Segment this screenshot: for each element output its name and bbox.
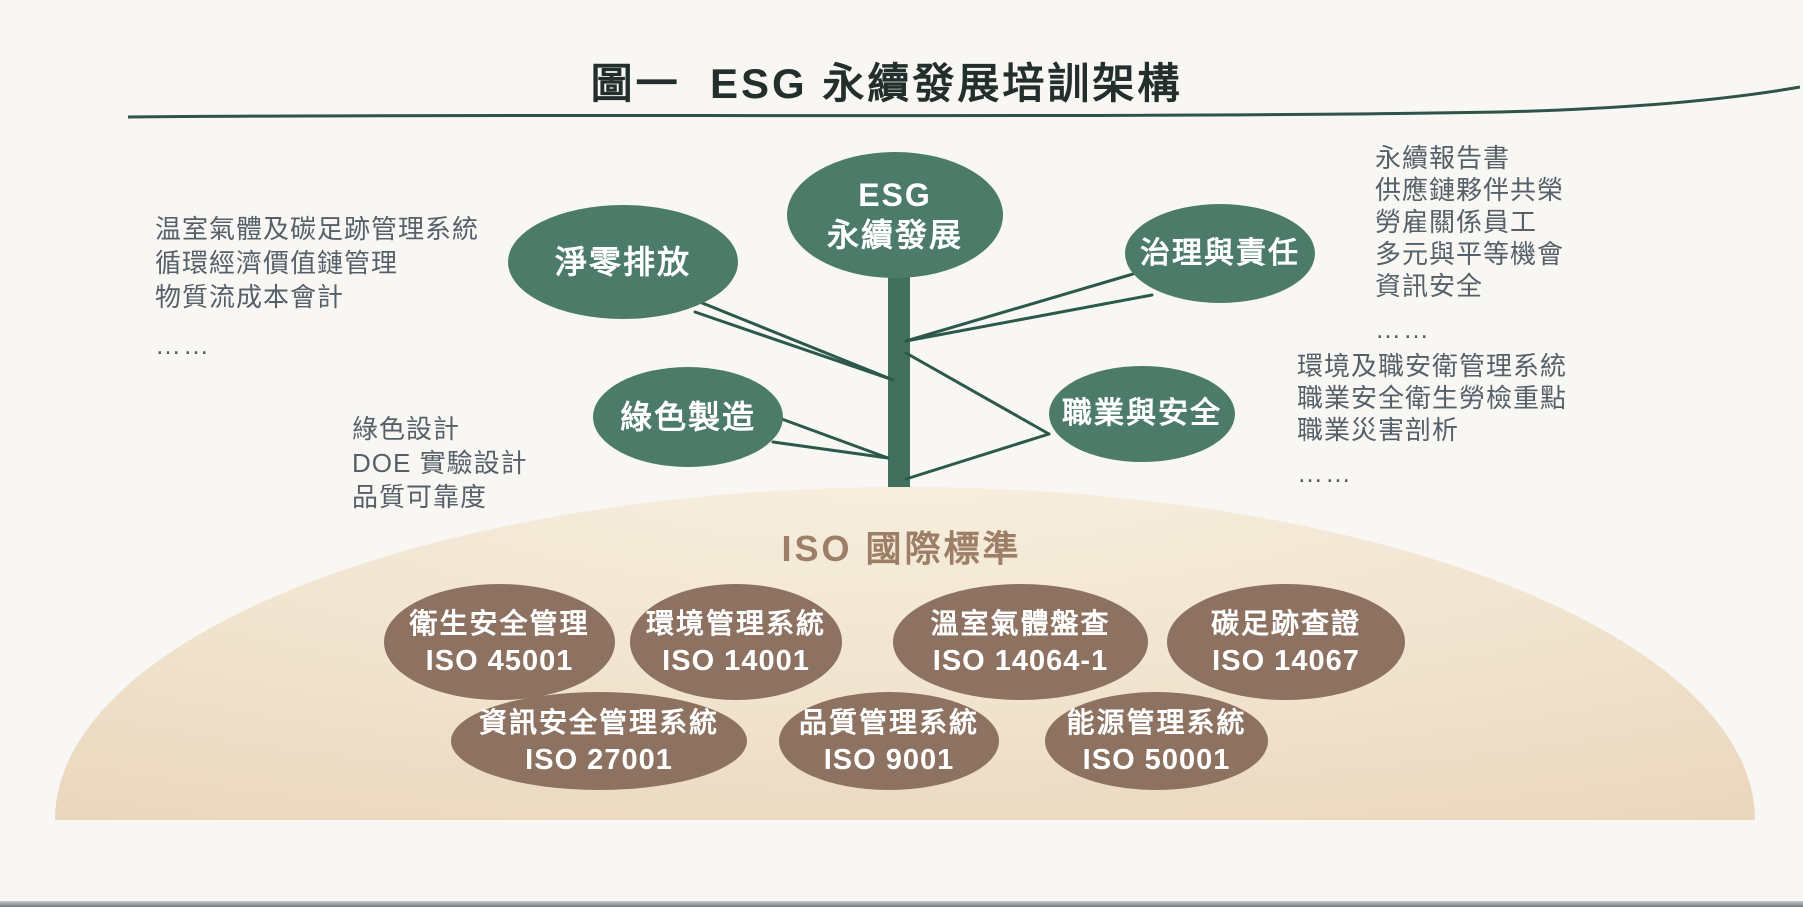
node-net-zero-label: 淨零排放	[554, 244, 691, 280]
branch-line-governance	[904, 293, 1154, 343]
iso-standard-name: 能源管理系統	[1066, 706, 1247, 738]
iso-14001-ellipse: 環境管理系統 ISO 14001	[630, 584, 842, 700]
iso-standard-name: 資訊安全管理系統	[478, 706, 719, 738]
iso-standard-code: ISO 9001	[823, 743, 955, 776]
node-esg-root-line1: ESG	[858, 177, 932, 213]
node-governance: 治理與責任	[1125, 204, 1315, 303]
ellipsis: ……	[1375, 314, 1431, 344]
node-net-zero: 淨零排放	[508, 205, 738, 319]
node-governance-label: 治理與責任	[1140, 236, 1300, 270]
annotation-environment: 温室氣體及碳足跡管理系統 循環經濟價值鏈管理 物質流成本會計 ……	[155, 212, 479, 360]
branch-line-governance	[904, 272, 1135, 343]
iso-standard-code: ISO 14064-1	[932, 644, 1109, 677]
title-rule-line	[127, 85, 1801, 119]
iso-standard-name: 品質管理系統	[798, 706, 979, 738]
annotation-line: 品質可靠度	[352, 482, 488, 512]
annotation-line: 職業安全衛生勞檢重點	[1297, 383, 1568, 413]
iso-14064-1-ellipse: 溫室氣體盤查 ISO 14064-1	[893, 584, 1148, 700]
iso-standard-name: 碳足跡查證	[1210, 607, 1361, 639]
iso-standard-code: ISO 27001	[525, 743, 673, 776]
annotation-line: 循環經濟價值鏈管理	[155, 248, 399, 278]
annotation-line: 永續報告書	[1375, 143, 1511, 173]
iso-standard-code: ISO 14067	[1212, 644, 1360, 677]
iso-50001-ellipse: 能源管理系統 ISO 50001	[1045, 692, 1268, 790]
iso-standard-name: 環境管理系統	[645, 607, 826, 639]
annotation-line: 多元與平等機會	[1375, 239, 1565, 269]
iso-9001-ellipse: 品質管理系統 ISO 9001	[779, 692, 999, 790]
annotation-line: 勞雇關係員工	[1375, 207, 1538, 237]
node-occupational-safety-label: 職業與安全	[1062, 397, 1222, 430]
iso-27001-ellipse: 資訊安全管理系統 ISO 27001	[451, 692, 747, 790]
annotation-safety: 環境及職安衛管理系統 職業安全衛生勞檢重點 職業災害剖析 ……	[1297, 350, 1567, 488]
node-esg-root: ESG 永續發展	[787, 152, 1003, 278]
ellipsis: ……	[155, 330, 211, 360]
tree-trunk	[888, 272, 910, 498]
iso-45001-ellipse: 衛生安全管理 ISO 45001	[384, 584, 615, 700]
branch-line-green-manufacturing	[771, 440, 890, 460]
iso-14067-ellipse: 碳足跡查證 ISO 14067	[1167, 584, 1405, 700]
annotation-green-design: 綠色設計 DOE 實驗設計 品質可靠度	[352, 412, 528, 514]
iso-standard-name: 溫室氣體盤查	[930, 607, 1111, 639]
annotation-line: DOE 實驗設計	[352, 448, 528, 478]
node-esg-root-line2: 永續發展	[826, 217, 963, 253]
branch-line-occupational-safety	[904, 351, 1051, 436]
annotation-line: 資訊安全	[1375, 271, 1484, 301]
iso-standard-code: ISO 50001	[1082, 743, 1231, 776]
annotation-line: 物質流成本會計	[155, 282, 345, 312]
iso-standard-code: ISO 14001	[662, 644, 810, 677]
annotation-governance: 永續報告書 供應鏈夥伴共榮 勞雇關係員工 多元與平等機會 資訊安全 ……	[1375, 142, 1564, 344]
annotation-line: 環境及職安衛管理系統	[1297, 351, 1568, 381]
branch-lines	[668, 272, 1154, 481]
annotation-line: 供應鏈夥伴共榮	[1375, 175, 1565, 205]
node-occupational-safety: 職業與安全	[1049, 366, 1235, 462]
branch-line-net-zero	[668, 288, 895, 382]
branch-line-green-manufacturing	[777, 416, 890, 460]
node-green-manufacturing-label: 綠色製造	[619, 399, 756, 435]
scan-edge-line	[0, 901, 1803, 907]
annotation-line: 職業災害剖析	[1297, 415, 1460, 445]
iso-standard-code: ISO 45001	[425, 644, 574, 677]
branch-line-occupational-safety	[904, 432, 1051, 481]
ellipsis: ……	[1297, 458, 1353, 488]
iso-foundation-title: ISO 國際標準	[781, 528, 1022, 569]
annotation-line: 温室氣體及碳足跡管理系統	[155, 214, 480, 244]
figure-title: 圖一 ESG 永續發展培訓架構	[590, 60, 1183, 107]
iso-standard-name: 衛生安全管理	[409, 607, 590, 639]
annotation-line: 綠色設計	[352, 414, 461, 444]
node-green-manufacturing: 綠色製造	[593, 367, 783, 467]
branch-line-net-zero	[693, 310, 895, 382]
